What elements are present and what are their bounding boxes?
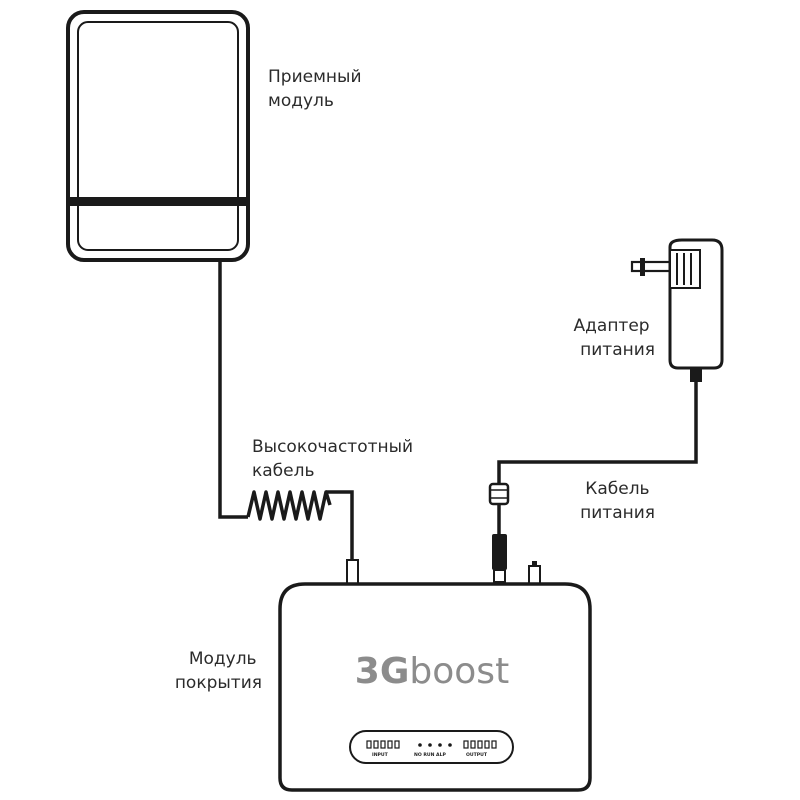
status-led	[428, 743, 432, 747]
output-led	[463, 740, 469, 749]
rf-connector	[346, 559, 359, 587]
brand-logo: 3Gboost	[355, 651, 509, 692]
coverage-module: 3Gboost INPUT	[278, 582, 592, 792]
input-led	[373, 740, 379, 749]
power-adapter-label: Адаптер питания	[574, 316, 655, 360]
input-led	[394, 740, 400, 749]
panel-output-label: OUTPUT	[466, 752, 488, 758]
coverage-module-label: Модуль покрытия	[175, 649, 262, 693]
rf-cable-coil	[246, 490, 332, 521]
power-cable-label: Кабель питания	[580, 479, 655, 523]
output-led	[491, 740, 497, 749]
rf-cable	[218, 260, 359, 587]
power-cable	[488, 382, 698, 583]
power-plug	[492, 534, 507, 570]
ferrite-bead	[488, 482, 510, 506]
power-adapter	[630, 238, 724, 382]
indicator-panel: INPUT NO RUN ALP OUTPUT	[349, 730, 514, 764]
input-led	[387, 740, 393, 749]
output-led	[477, 740, 483, 749]
status-led	[438, 743, 442, 747]
receiver-module	[66, 10, 250, 262]
input-led	[380, 740, 386, 749]
input-led	[366, 740, 372, 749]
status-led	[448, 743, 452, 747]
status-led	[418, 743, 422, 747]
output-led	[470, 740, 476, 749]
receiver-module-label: Приемный модуль	[268, 67, 367, 111]
rf-cable-label: Высокочастотный кабель	[252, 437, 419, 481]
panel-input-label: INPUT	[372, 752, 389, 758]
output-led	[484, 740, 490, 749]
panel-indicators-label: NO RUN ALP	[414, 752, 447, 758]
